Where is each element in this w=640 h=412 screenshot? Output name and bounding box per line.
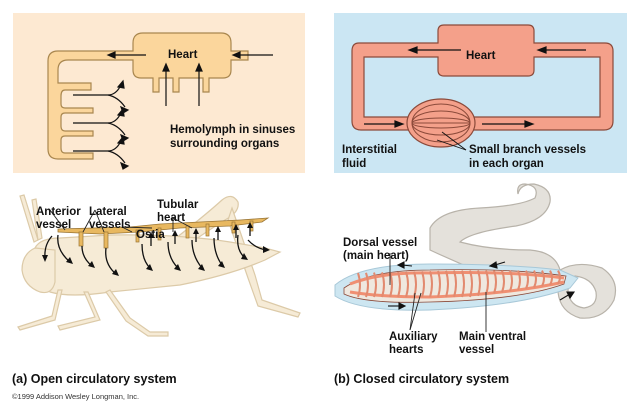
earthworm-flow-arrows <box>388 261 576 310</box>
closed-schematic-graphic <box>334 13 627 173</box>
arrow-icon <box>116 79 125 89</box>
segment-vessels <box>357 270 561 298</box>
segment-vessel-ring <box>557 270 561 285</box>
segment-vessel-ring <box>437 270 441 298</box>
segment-vessel-ring <box>405 271 409 298</box>
segment-vessel-ring <box>525 270 529 290</box>
arrow-icon <box>106 51 116 59</box>
segment-vessel-ring <box>469 270 473 298</box>
dorsal-vessel-label-line1: Dorsal vessel <box>343 237 418 249</box>
arrow-icon <box>162 62 170 72</box>
open-schematic-graphic <box>13 13 305 173</box>
main-ventral-vessel-label-line2: vessel <box>459 344 495 356</box>
lateral-vessels-label-line2: vessels <box>89 219 131 231</box>
tubular-heart-label-line1: Tubular <box>157 199 199 211</box>
segment-vessel-ring <box>421 271 425 298</box>
branch-vessels-label-line1: Small branch vessels <box>469 144 586 156</box>
arrow-icon <box>120 161 130 170</box>
segment-vessel-ring <box>381 272 385 298</box>
segment-vessel-ring <box>445 270 449 298</box>
grasshopper-arrowheads <box>42 222 270 276</box>
grasshopper-panel: Anterior vessel Lateral vessels Ostia Tu… <box>0 180 320 370</box>
copyright-notice: ©1999 Addison Wesley Longman, Inc. <box>12 392 140 401</box>
segment-vessel-ring <box>493 270 497 294</box>
segment-vessel-ring <box>429 270 433 298</box>
open-vessel-system <box>47 32 249 160</box>
arrow-icon <box>195 62 203 72</box>
segment-vessel-ring <box>549 270 553 286</box>
segment-vessel-ring <box>397 271 401 298</box>
caption-open-system: (a) Open circulatory system <box>12 372 177 386</box>
branch-vessels-label-line2: in each organ <box>469 158 544 170</box>
caption-closed-system: (b) Closed circulatory system <box>334 372 510 386</box>
segment-vessel-ring <box>461 270 465 298</box>
hemolymph-label-line2: surrounding organs <box>170 138 280 150</box>
segment-vessel-ring <box>501 270 505 293</box>
open-heart-label: Heart <box>168 49 198 61</box>
segment-vessel-ring <box>453 270 457 298</box>
segment-vessel-ring <box>365 272 369 298</box>
segment-vessel-ring <box>533 270 537 288</box>
auxiliary-hearts-label-line2: hearts <box>389 344 424 356</box>
open-schematic-panel: Heart Hemolymph in sinuses surrounding o… <box>13 13 305 173</box>
arrow-icon <box>116 107 125 117</box>
anterior-vessel-label-line1: Anterior <box>36 206 81 218</box>
arrow-icon <box>524 120 535 128</box>
closed-heart-label: Heart <box>466 50 496 62</box>
interstitial-label-line1: Interstitial <box>342 144 397 156</box>
arrow-icon <box>536 46 547 54</box>
ostia-label: Ostia <box>136 229 165 241</box>
segment-vessel-ring <box>485 270 489 295</box>
tubular-heart-label-line2: heart <box>157 212 186 224</box>
tubular-heart-vessel <box>57 217 270 235</box>
arrow-icon <box>407 46 418 54</box>
grasshopper-leader-lines <box>49 209 193 233</box>
segment-vessel-ring <box>389 271 393 298</box>
earthworm-illustration <box>334 183 617 332</box>
dorsal-vessel-label-line2: (main heart) <box>343 250 409 262</box>
segment-vessel-ring <box>541 270 545 287</box>
open-flow-arrows <box>73 51 273 170</box>
segment-vessel-ring <box>357 272 361 298</box>
lateral-vessels-label-line1: Lateral <box>89 206 127 218</box>
earthworm-leader-lines <box>389 253 487 332</box>
interstitial-label-line2: fluid <box>342 158 367 170</box>
grasshopper-body <box>17 194 301 337</box>
hemolymph-label-line1: Hemolymph in sinuses <box>170 124 296 136</box>
arrow-icon <box>231 51 241 59</box>
lateral-vessels <box>78 220 254 249</box>
segment-vessel-ring <box>509 270 513 292</box>
segment-vessel-ring <box>517 270 521 291</box>
auxiliary-hearts-label-line1: Auxiliary <box>389 331 438 343</box>
segment-vessel-ring <box>373 272 377 298</box>
capillary-branches <box>411 103 471 143</box>
arrow-icon <box>394 120 405 128</box>
arrow-icon <box>116 135 125 145</box>
grasshopper-illustration <box>17 194 301 337</box>
main-ventral-vessel-label-line1: Main ventral <box>459 331 527 343</box>
closed-flow-arrows <box>364 46 586 151</box>
closed-schematic-panel: Heart Interstitial fluid Small branch ve… <box>334 13 627 173</box>
earthworm-panel: Dorsal vessel (main heart) Auxiliary hea… <box>320 180 640 370</box>
anterior-vessel-label-line2: vessel <box>36 219 72 231</box>
segment-vessel-ring <box>477 270 481 297</box>
